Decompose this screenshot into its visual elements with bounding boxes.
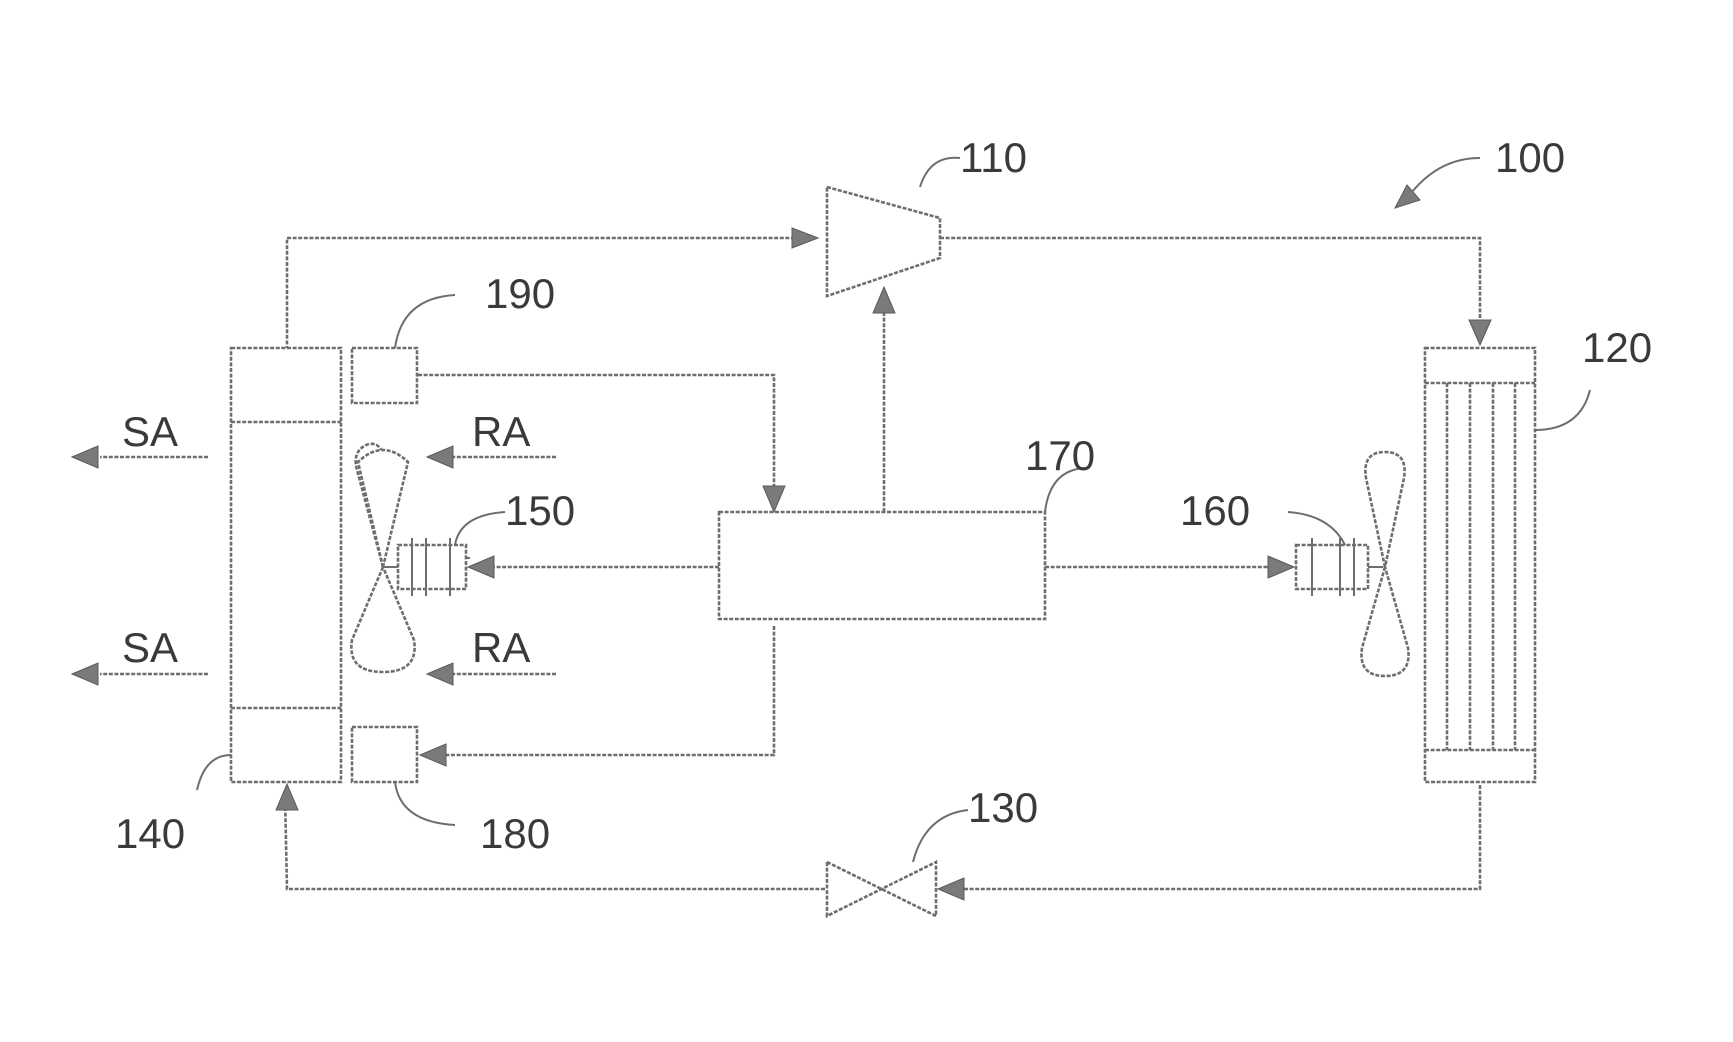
compressor: [827, 187, 940, 296]
label-130: 130: [968, 784, 1038, 831]
label-120: 120: [1582, 324, 1652, 371]
label-sa-top: SA: [122, 408, 178, 455]
expansion-valve: [827, 862, 936, 916]
arrow-into-compressor: [792, 228, 818, 248]
label-160: 160: [1180, 487, 1250, 534]
evaporator-fan-motor: [383, 538, 470, 596]
label-ra-top: RA: [472, 408, 530, 455]
label-190: 190: [485, 270, 555, 317]
label-140: 140: [115, 810, 185, 857]
label-ra-bottom: RA: [472, 624, 530, 671]
sensor-top: [352, 348, 417, 403]
arrow-ra-top: [427, 446, 453, 468]
label-sa-bottom: SA: [122, 624, 178, 671]
label-100: 100: [1495, 134, 1565, 181]
condenser: [1425, 348, 1535, 782]
arrow-into-condenser: [1469, 320, 1491, 345]
label-170: 170: [1025, 432, 1095, 479]
condenser-fan-motor: [1296, 538, 1383, 596]
evaporator: [231, 348, 341, 782]
arrow-to-evap-motor: [468, 556, 494, 578]
arrow-ra-bottom: [427, 663, 453, 685]
label-110: 110: [960, 134, 1027, 181]
arrow-to-compressor-control: [873, 287, 895, 313]
label-180: 180: [480, 810, 550, 857]
arrow-to-cond-motor: [1268, 556, 1294, 578]
arrow-into-valve: [938, 878, 964, 900]
label-150: 150: [505, 487, 575, 534]
arrow-sa-top: [72, 446, 98, 468]
arrow-to-controller: [763, 486, 785, 512]
controller: [719, 512, 1045, 619]
arrow-sa-bottom: [72, 663, 98, 685]
sensor-bottom: [352, 727, 417, 782]
arrow-into-evaporator: [276, 784, 298, 810]
arrow-to-sensor-bottom: [420, 744, 446, 766]
